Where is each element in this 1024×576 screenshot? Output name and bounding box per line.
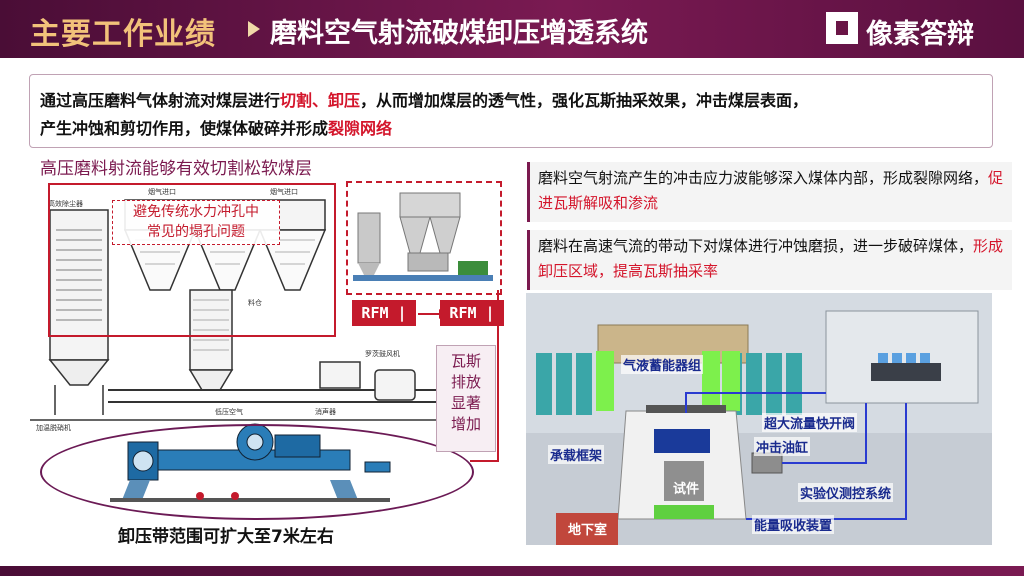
intro-highlight: 裂隙网络 [328,119,393,138]
intro-text: 通过高压磨料气体射流对煤层进行 [40,91,281,110]
label-heat: 加温脱硝机 [36,423,71,432]
note-1: 磨料空气射流产生的冲击应力波能够深入煤体内部，形成裂隙网络，促进瓦斯解吸和渗流 [527,162,1012,222]
note-highlight: 形成卸压区域，提高瓦斯抽采率 [538,237,1004,280]
rfm-indicator-right: RFM | [440,300,504,326]
connector-line [497,290,499,460]
label-feeder: 料仓 [248,298,262,307]
highlight-ellipse-equipment [40,424,474,520]
arrow-right-icon [418,309,446,319]
callout-box: 避免传统水力冲孔中 常见的塌孔问题 [112,200,280,245]
intro-line-1: 通过高压磨料气体射流对煤层进行切割、卸压，从而增加煤层的透气性，强化瓦斯抽采效果… [40,87,808,111]
brand-logo: 像素答辩 [826,10,1006,50]
label-cylinder: 冲击油缸 [754,437,811,456]
bar-icon: | [388,304,407,322]
intro-text: 产生冲蚀和剪切作用，使煤体破碎并形成 [40,119,329,138]
label-inlet-a: 烟气进口 [148,187,176,196]
page-title: 主要工作业绩 [30,17,216,52]
highlight-frame-hoppers [48,183,336,337]
label-basement: 地下室 [568,523,608,538]
page-subtitle: 磨料空气射流破煤卸压增透系统 [270,18,648,49]
intro-text: ，从而增加煤层的透气性，强化瓦斯抽采效果，冲击煤层表面， [360,91,809,110]
rfm-label: RFM [449,304,477,322]
intro-highlight: 切割、卸压 [280,91,361,110]
note-highlight: 促进瓦斯解吸和渗流 [538,169,1004,212]
note-text: 磨料在高速气流的带动下对煤体进行冲蚀磨损，进一步破碎煤体， [538,237,974,255]
label-separator: 高效除尘器 [48,199,83,208]
bar-icon: | [476,304,495,322]
header-bar: 主要工作业绩 磨料空气射流破煤卸压增透系统 像素答辩 [0,0,1024,58]
note-2: 磨料在高速气流的带动下对煤体进行冲蚀磨损，进一步破碎煤体，形成卸压区域，提高瓦斯… [527,230,1012,290]
footer-bar [0,566,1024,576]
label-control: 实验仪测控系统 [798,483,894,502]
equipment-render [348,183,496,289]
label-accumulator: 气液蓄能器组 [621,355,704,374]
label-frame: 承载框架 [548,445,605,464]
bottom-caption: 卸压带范围可扩大至7米左右 [118,527,334,547]
intro-line-2: 产生冲蚀和剪切作用，使煤体破碎并形成裂隙网络 [40,115,392,139]
equipment-render-frame [346,181,502,295]
label-sample: 试件 [673,482,700,497]
gas-emission-box: 瓦斯 排放 显著 增加 [436,345,496,452]
gas-text: 显著 [450,394,481,412]
left-caption: 高压磨料射流能够有效切割松软煤层 [40,159,312,179]
note-text: 磨料空气射流产生的冲击应力波能够深入煤体内部，形成裂隙网络， [538,169,989,187]
gas-text: 增加 [450,415,481,433]
gas-text: 瓦斯 [450,352,481,370]
label-absorber: 能量吸收装置 [752,515,835,534]
test-rig-illustration [526,293,992,545]
intro-box: 通过高压磨料气体射流对煤层进行切割、卸压，从而增加煤层的透气性，强化瓦斯抽采效果… [29,74,993,148]
logo-mark-icon [826,12,858,44]
callout-line-2: 常见的塌孔问题 [147,224,245,240]
label-valve: 超大流量快开阀 [762,413,858,432]
label-fan: 罗茨鼓风机 [365,349,400,358]
label-inlet-b: 烟气进口 [270,187,298,196]
rfm-indicator-left: RFM | [352,300,416,326]
callout-line-1: 避免传统水力冲孔中 [133,204,259,220]
rfm-label: RFM [361,304,389,322]
test-rig-render: 气液蓄能器组 超大流量快开阀 承载框架 冲击油缸 试件 实验仪测控系统 地下室 … [526,293,992,545]
logo-text: 像素答辩 [866,19,974,50]
connector-line [470,460,499,462]
gas-text: 排放 [450,373,481,391]
label-air: 低压空气 [215,407,243,416]
label-muffler: 消声器 [315,407,336,416]
play-arrow-icon [248,21,260,37]
